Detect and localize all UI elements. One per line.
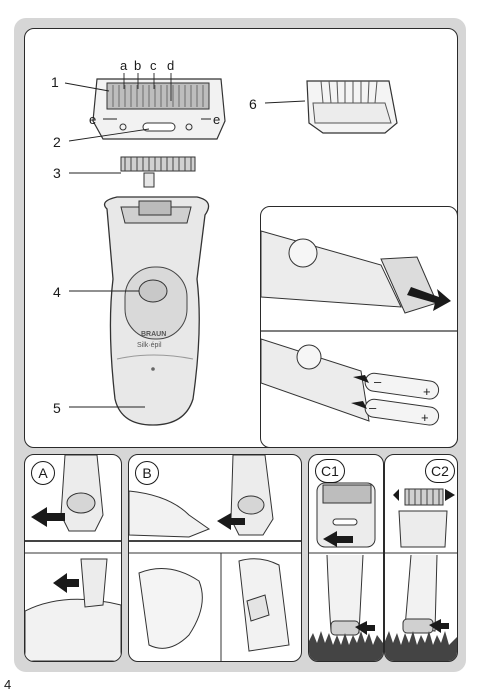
step-b-panel: B [128,454,302,662]
device-brand-label: BRAUN [141,331,167,338]
part-d: d [167,58,175,73]
battery-sign: – [369,400,377,415]
battery-panel: – + – + [260,206,458,448]
device-model-label: Silk·épil [137,342,162,349]
step-a-panel: A [24,454,122,662]
battery-sign: + [423,384,431,399]
part-c: c [150,58,157,73]
callout-5: 5 [53,400,61,416]
callout-1: 1 [51,74,59,90]
step-c1-badge: C1 [315,459,345,483]
step-c1-panel: C1 [308,454,384,662]
page-number: 4 [4,677,12,692]
left-arrow-icon [217,513,245,530]
step-c2-illustration [385,488,457,661]
step-b-illustration [129,455,301,661]
battery-sign: – [374,374,382,389]
battery-illustration [261,230,457,426]
insert-arrow-icon [353,375,369,383]
pull-arrow-icon [407,287,451,311]
epilator-body [103,196,210,426]
step-a-badge: A [31,461,55,485]
leader-lines [64,73,306,408]
step-c2-panel: C2 [384,454,458,662]
callout-3: 3 [53,165,61,181]
trimmer-comb [120,156,196,188]
part-e-left: e [89,112,97,127]
callout-4: 4 [53,284,61,300]
shaver-head [92,78,226,140]
step-c2-badge: C2 [425,459,455,483]
left-arrow-icon [31,507,65,527]
callout-6: 6 [249,96,257,112]
step-b-badge: B [135,461,159,485]
step-c1-illustration [309,482,383,661]
left-arrow-icon [323,531,353,547]
insert-arrow-icon [351,401,367,409]
part-b: b [134,58,142,73]
comb-attachment [306,80,398,134]
part-e-right: e [213,112,221,127]
left-arrow-icon [53,573,79,593]
battery-sign: + [421,410,429,425]
right-arrow-icon [429,619,449,633]
part-a: a [120,58,128,73]
right-arrow-icon [355,621,375,635]
down-arrow-icon [393,489,399,501]
callout-2: 2 [53,134,61,150]
step-a-illustration [25,455,121,661]
right-arrow-icon [445,489,455,501]
device-illustration [64,73,398,426]
